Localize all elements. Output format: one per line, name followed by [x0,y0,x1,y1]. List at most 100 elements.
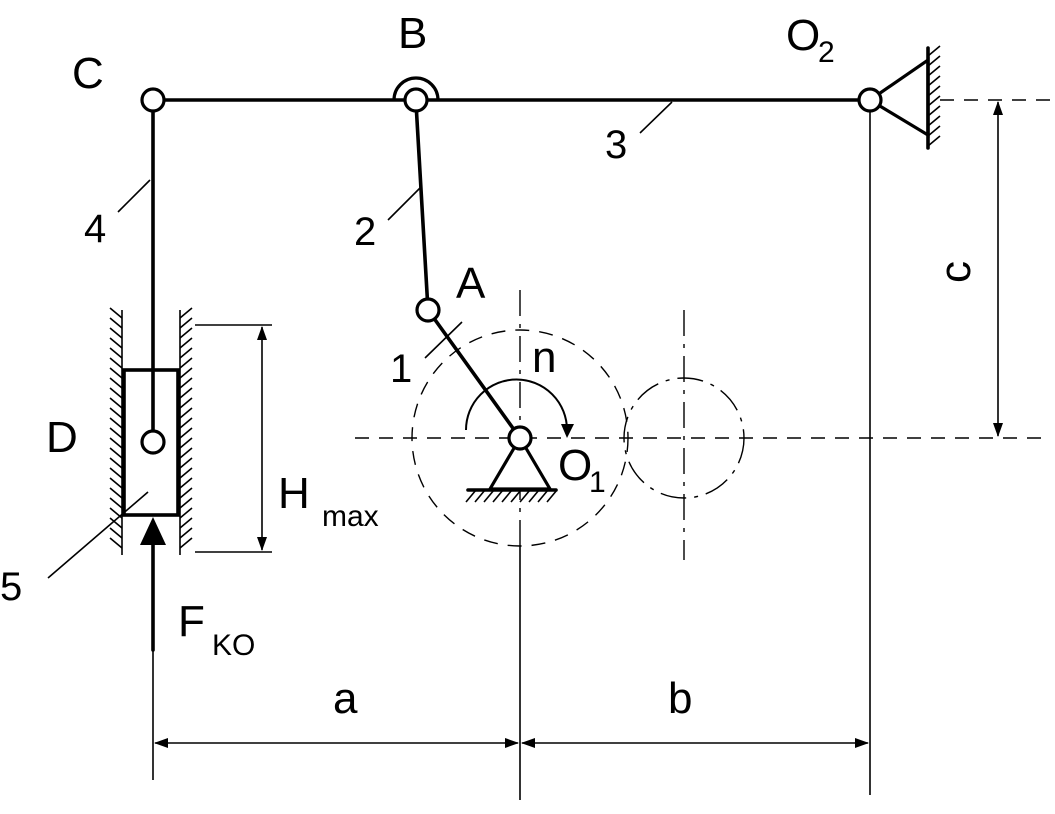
hatch-mark [179,427,193,439]
guide-right-hatch [179,307,193,549]
leader-4 [117,179,151,213]
hatch-mark [109,437,123,449]
hatch-mark [483,489,495,503]
guide-left-hatch [109,307,123,549]
center-lines [355,99,1050,560]
link-number-4: 4 [84,207,106,251]
leader-2 [387,187,421,221]
hatch-mark [109,537,123,549]
label-O2-subscript: 2 [818,36,835,69]
label-A: A [456,259,486,308]
hatch-mark [109,317,123,329]
hatch-mark [109,427,123,439]
hatch-mark [179,517,193,529]
label-n: n [532,333,556,382]
hatch-mark [109,347,123,359]
hatch-mark [109,327,123,339]
hatch-mark [927,115,941,127]
label-F: F [178,597,205,646]
slider-guides [109,307,193,555]
hatch-mark [519,489,531,503]
hatch-mark [179,357,193,369]
hatch-mark [927,45,941,57]
link-number-3: 3 [605,123,627,167]
links [151,98,872,442]
hatch-mark [465,489,477,503]
hatch-mark [109,517,123,529]
joint-C [140,87,166,113]
hatch-mark [546,489,558,503]
hatch-mark [179,377,193,389]
hatch-mark [537,489,549,503]
label-O1-subscript: 1 [589,466,606,499]
joint-B-outer-arc [392,76,440,101]
label-B: B [398,9,427,58]
link-2-connecting-rod [414,101,430,312]
hatch-mark [927,55,941,67]
hatch-mark [109,417,123,429]
hatch-mark [179,367,193,379]
hatch-mark [109,487,123,499]
joint-B [403,87,429,113]
hatch-mark [179,457,193,469]
hatch-mark [179,397,193,409]
ground-support-O2 [867,45,941,150]
label-H-subscript: max [322,500,379,533]
hatch-mark [109,447,123,459]
force-arrowhead-icon [140,517,166,545]
rotation-arrowhead-icon [561,424,574,438]
label-C: C [72,49,104,98]
hatch-mark [109,367,123,379]
hatch-mark [109,357,123,369]
hatch-mark [109,377,123,389]
labels: B C O 2 A n O 1 D H max F KO a b c 4 2 3… [0,9,980,723]
hatch-mark [927,75,941,87]
hatch-mark [179,467,193,479]
hatch-mark [109,457,123,469]
label-a: a [333,674,358,723]
hatch-mark [927,135,941,147]
label-b: b [668,674,692,723]
hatch-mark [109,527,123,539]
hatch-mark [109,467,123,479]
hatch-mark [179,307,193,319]
label-c: c [931,261,980,283]
hatch-mark [109,397,123,409]
hatch-mark [179,387,193,399]
hatch-mark [179,407,193,419]
link-number-5: 5 [0,565,22,609]
hatch-mark [109,497,123,509]
hatch-mark [927,65,941,77]
leader-5 [47,491,149,579]
hatch-mark [474,489,486,503]
leader-3 [639,101,673,134]
hatch-mark [179,327,193,339]
hatch-mark [927,85,941,97]
hatch-mark [179,527,193,539]
joints [140,76,883,455]
hatch-mark [179,507,193,519]
hatch-mark [927,105,941,117]
joint-A [415,297,441,323]
hatch-mark [179,477,193,489]
joint-O1 [507,425,533,451]
hatch-mark [109,307,123,319]
rotation-direction-arc [465,378,568,431]
link-1-crank [426,308,522,440]
gear-pitch-circle-2 [623,377,745,499]
hatch-mark [179,437,193,449]
hatch-mark [109,477,123,489]
ground-support-O1 [465,434,558,503]
hatch-mark [179,417,193,429]
leader-lines [47,101,673,579]
hatch-mark [492,489,504,503]
joint-O2 [857,87,883,113]
hatch-mark [510,489,522,503]
hatch-mark [528,489,540,503]
hatch-mark [501,489,513,503]
hatch-mark [179,317,193,329]
hatch-mark [109,337,123,349]
hatch-mark [927,95,941,107]
link-number-1: 1 [390,347,412,391]
